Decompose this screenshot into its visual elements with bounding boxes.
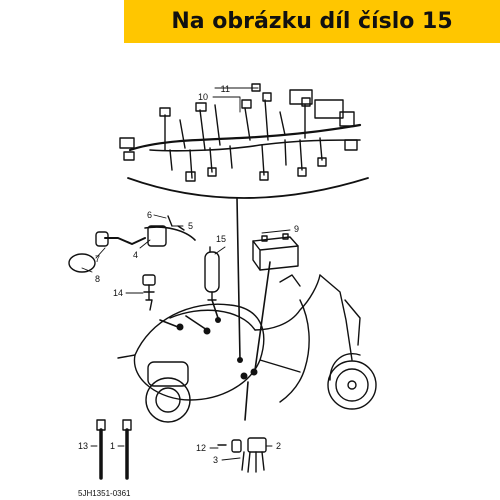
callout-4: 4 — [133, 250, 138, 260]
callout-3: 3 — [213, 455, 218, 465]
location-dots — [176, 317, 258, 380]
pointer-arrows — [159, 197, 271, 421]
callout-8: 8 — [95, 274, 100, 284]
callout-13: 13 — [78, 441, 88, 451]
callout-labels: 11 10 6 5 4 7 8 9 15 14 13 1 2 3 12 — [78, 84, 299, 465]
callout-10: 10 — [198, 92, 208, 102]
leader-lines — [81, 87, 291, 461]
title-banner: Na obrázku díl číslo 15 — [124, 0, 500, 43]
ignition-coil — [68, 215, 196, 273]
callout-5: 5 — [188, 221, 193, 231]
part-15-sensor — [204, 246, 220, 301]
callout-15: 15 — [216, 234, 226, 244]
callout-2: 2 — [276, 441, 281, 451]
callout-11: 11 — [221, 84, 230, 94]
banner-title: Na obrázku díl číslo 15 — [171, 9, 453, 34]
separator-arc — [127, 177, 369, 199]
scooter-outline — [117, 274, 377, 423]
wire-harness — [119, 83, 362, 182]
callout-1: 1 — [110, 441, 115, 451]
cable-ties — [96, 419, 132, 480]
callout-6: 6 — [147, 210, 152, 220]
spark-plug — [142, 274, 156, 311]
battery — [252, 233, 299, 271]
connector-assembly — [217, 437, 267, 473]
callout-14: 14 — [113, 288, 123, 298]
part-code: 5JH1351-0361 — [78, 489, 131, 498]
callout-12: 12 — [196, 443, 206, 453]
callout-7: 7 — [95, 254, 100, 264]
callout-9: 9 — [294, 224, 299, 234]
